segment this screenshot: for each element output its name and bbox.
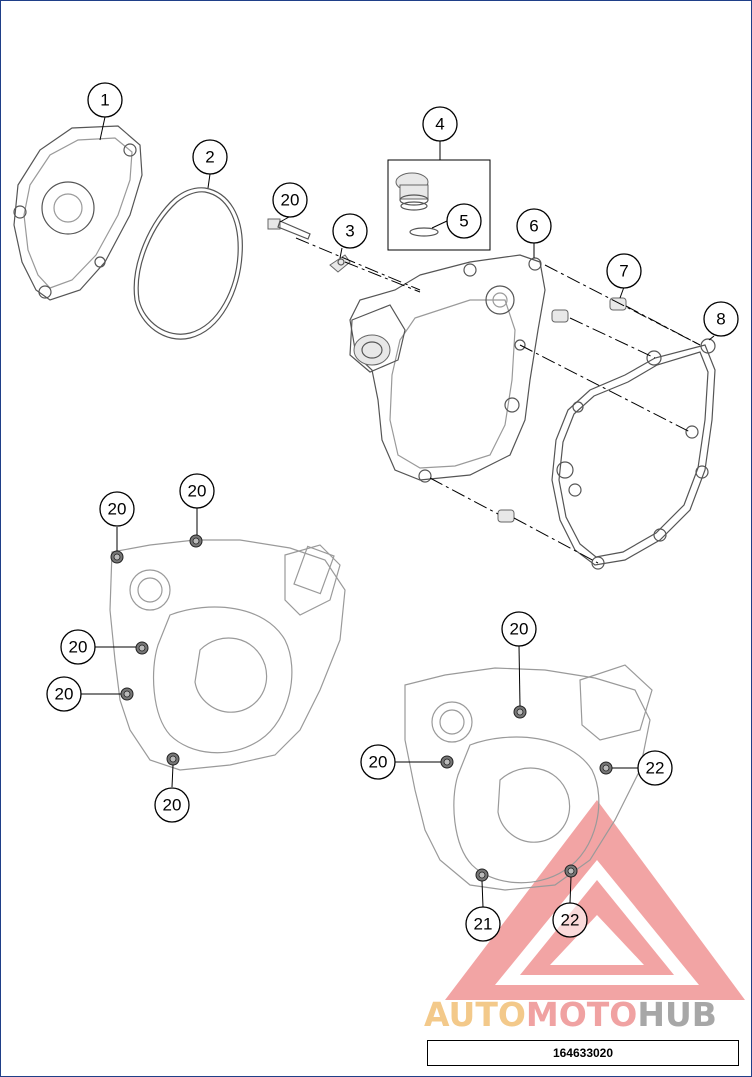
callout-20-left-d: 20 (46, 676, 82, 712)
watermark-part-auto: AUTO (424, 995, 526, 1034)
callout-22-a: 22 (637, 750, 673, 786)
callout-8: 8 (703, 301, 739, 337)
callout-1: 1 (87, 82, 123, 118)
plug-box (387, 159, 491, 251)
watermark-part-moto: MOTO (525, 995, 638, 1034)
svg-text:22: 22 (561, 911, 580, 930)
watermark-part-hub: HUB (637, 995, 717, 1034)
assembly-lines (295, 237, 701, 564)
svg-text:8: 8 (716, 310, 725, 329)
svg-text:3: 3 (345, 222, 354, 241)
svg-text:21: 21 (474, 915, 493, 934)
svg-text:20: 20 (163, 796, 182, 815)
clutch-cover-gasket-part (551, 338, 716, 570)
callout-20-right-b: 20 (360, 744, 396, 780)
bolt-20-top-part (267, 218, 311, 240)
cover-gasket-part (133, 187, 243, 340)
svg-text:20: 20 (69, 638, 88, 657)
svg-text:20: 20 (108, 500, 127, 519)
callout-2: 2 (192, 139, 228, 175)
svg-text:1: 1 (100, 91, 109, 110)
outer-cover-part (13, 125, 143, 301)
callout-3: 3 (332, 213, 368, 249)
svg-text:6: 6 (529, 217, 538, 236)
watermark-triangle (445, 800, 745, 1000)
callout-21: 21 (465, 906, 501, 942)
assembled-cover-right (404, 664, 653, 891)
svg-text:20: 20 (55, 685, 74, 704)
clutch-cover-part (349, 254, 546, 483)
callout-20-left-b: 20 (179, 473, 215, 509)
watermark-logo-text: AUTOMOTOHUB (424, 995, 717, 1034)
callout-20-left-e: 20 (154, 787, 190, 823)
svg-text:5: 5 (459, 212, 468, 231)
callout-20-left-a: 20 (99, 491, 135, 527)
callout-6: 6 (516, 208, 552, 244)
svg-text:20: 20 (188, 482, 207, 501)
svg-text:2: 2 (205, 148, 214, 167)
washer-3-part (329, 254, 351, 273)
assembled-cover-left (109, 534, 346, 771)
callout-22-b: 22 (552, 902, 588, 938)
svg-text:20: 20 (510, 620, 529, 639)
svg-text:7: 7 (619, 262, 628, 281)
leader-lines (81, 116, 715, 908)
callout-20-left-c: 20 (60, 629, 96, 665)
callout-7: 7 (606, 253, 642, 289)
svg-text:20: 20 (281, 191, 300, 210)
callout-20-right-a: 20 (501, 611, 537, 647)
svg-text:4: 4 (435, 115, 444, 134)
part-number-label: 164633020 (427, 1040, 739, 1066)
svg-text:22: 22 (646, 759, 665, 778)
callout-20-top: 20 (272, 182, 308, 218)
callout-4: 4 (422, 106, 458, 142)
callouts: 1 2 3 4 5 6 7 8 20 20 20 20 20 20 20 20 … (46, 82, 739, 942)
callout-5: 5 (446, 203, 482, 239)
svg-text:20: 20 (369, 753, 388, 772)
